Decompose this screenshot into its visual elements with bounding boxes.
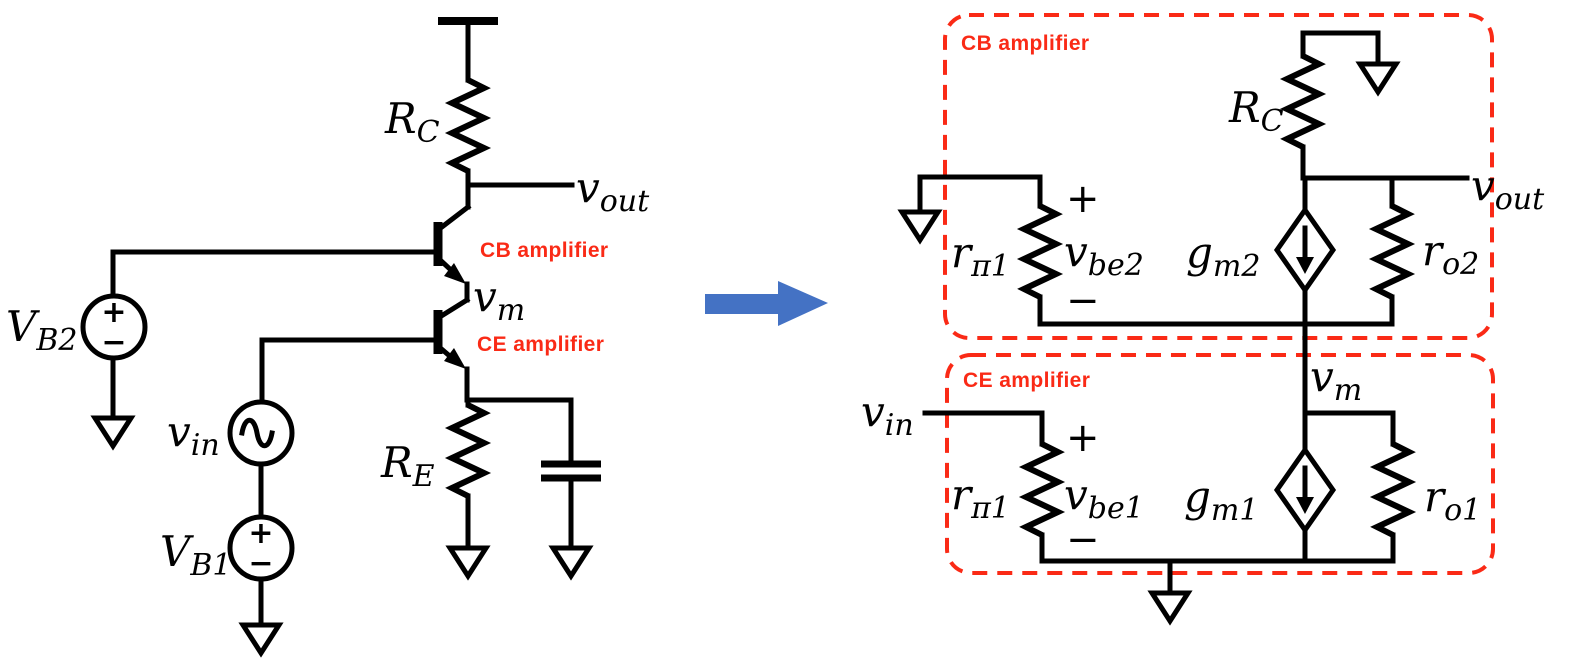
gm2-source (1273, 175, 1337, 327)
minus-sign: − (1066, 517, 1100, 563)
emitter-arrow-icon (444, 263, 466, 284)
cb-transistor-collector (434, 203, 472, 234)
rpi1-top-label: rπ1 (951, 228, 1010, 284)
ce-transistor (433, 296, 471, 369)
vin-wire (922, 410, 1045, 447)
rc-resistor (444, 77, 492, 174)
vm-right-label: vm (1310, 352, 1362, 408)
cb-base-wire (110, 249, 441, 299)
left-circuit: RC vout CB amplifier vm CE amplifier + (6, 17, 650, 658)
rc-right-label: RC (1228, 83, 1284, 139)
plus-sign: + (1066, 415, 1100, 461)
ce-box-label: CE amplifier (963, 369, 1090, 392)
vin-right-label: vin (861, 387, 914, 443)
rpi1-resistor-bottom (1018, 441, 1066, 538)
emitter-arrow-icon (444, 348, 466, 369)
cb-amplifier-label: CB amplifier (480, 239, 609, 262)
vin-label: vin (167, 407, 220, 463)
ground-icon (548, 545, 594, 581)
vm-label: vm (473, 272, 525, 328)
ground-icon (1355, 61, 1401, 97)
vout-label: vout (576, 163, 650, 219)
current-arrow-icon (1296, 257, 1314, 274)
re-label: RE (380, 438, 435, 494)
rc-resistor-right (1279, 53, 1327, 150)
right-circuit: CB amplifier CE amplifier rπ1 + vbe2 − R… (861, 13, 1545, 626)
rc-top-wire (1300, 30, 1381, 67)
current-arrow-icon (1296, 497, 1314, 514)
vin-source-circle (227, 399, 295, 467)
ground-icon (1147, 590, 1193, 626)
gm1-label: gm1 (1184, 472, 1258, 528)
bypass-capacitor (541, 397, 601, 581)
gm1-source (1273, 445, 1337, 564)
ground-icon (897, 209, 943, 245)
vb2-source: + − (80, 293, 148, 361)
ce-base-wire (259, 337, 441, 405)
ground-icon (445, 545, 491, 581)
rpi1-bottom-label: rπ1 (951, 470, 1010, 526)
gm2-label: gm2 (1186, 228, 1260, 284)
rc-label: RC (384, 94, 440, 150)
minus-sign: − (1066, 278, 1100, 324)
wire (1302, 410, 1396, 447)
cb-box-label: CB amplifier (961, 32, 1090, 55)
ce-dashed-box (945, 353, 1495, 575)
emitter-node-wire (464, 366, 574, 403)
ac-sine-icon (239, 417, 275, 449)
ro1-resistor (1369, 441, 1417, 538)
arrow-head (778, 281, 828, 326)
vb1-label: VB1 (160, 527, 231, 583)
base-ground-wire (917, 174, 1043, 215)
minus-sign: − (101, 325, 126, 360)
vbe2-label: vbe2 (1064, 227, 1144, 283)
ro2-resistor (1368, 203, 1416, 300)
ro1-label: ro1 (1424, 472, 1481, 528)
vb1-source: + − (227, 514, 295, 582)
vb2-label: VB2 (6, 302, 77, 358)
plus-sign: + (101, 295, 126, 330)
re-resistor (444, 402, 492, 499)
arrow-shaft (705, 294, 779, 314)
vbe1-label: vbe1 (1064, 470, 1144, 526)
ground-icon (238, 622, 284, 658)
plus-sign: + (1066, 176, 1100, 222)
vout-right-label: vout (1471, 161, 1545, 217)
rpi1-resistor-top (1016, 203, 1064, 300)
ro2-label: ro2 (1422, 226, 1479, 282)
ce-transistor-collector (434, 296, 471, 322)
minus-sign: − (248, 546, 273, 581)
cb-transistor (433, 203, 472, 284)
ce-amplifier-label: CE amplifier (477, 333, 604, 356)
vin-source (227, 399, 295, 467)
plus-sign: + (248, 516, 273, 551)
ground-icon (90, 415, 136, 451)
transform-arrow-icon (705, 281, 828, 326)
